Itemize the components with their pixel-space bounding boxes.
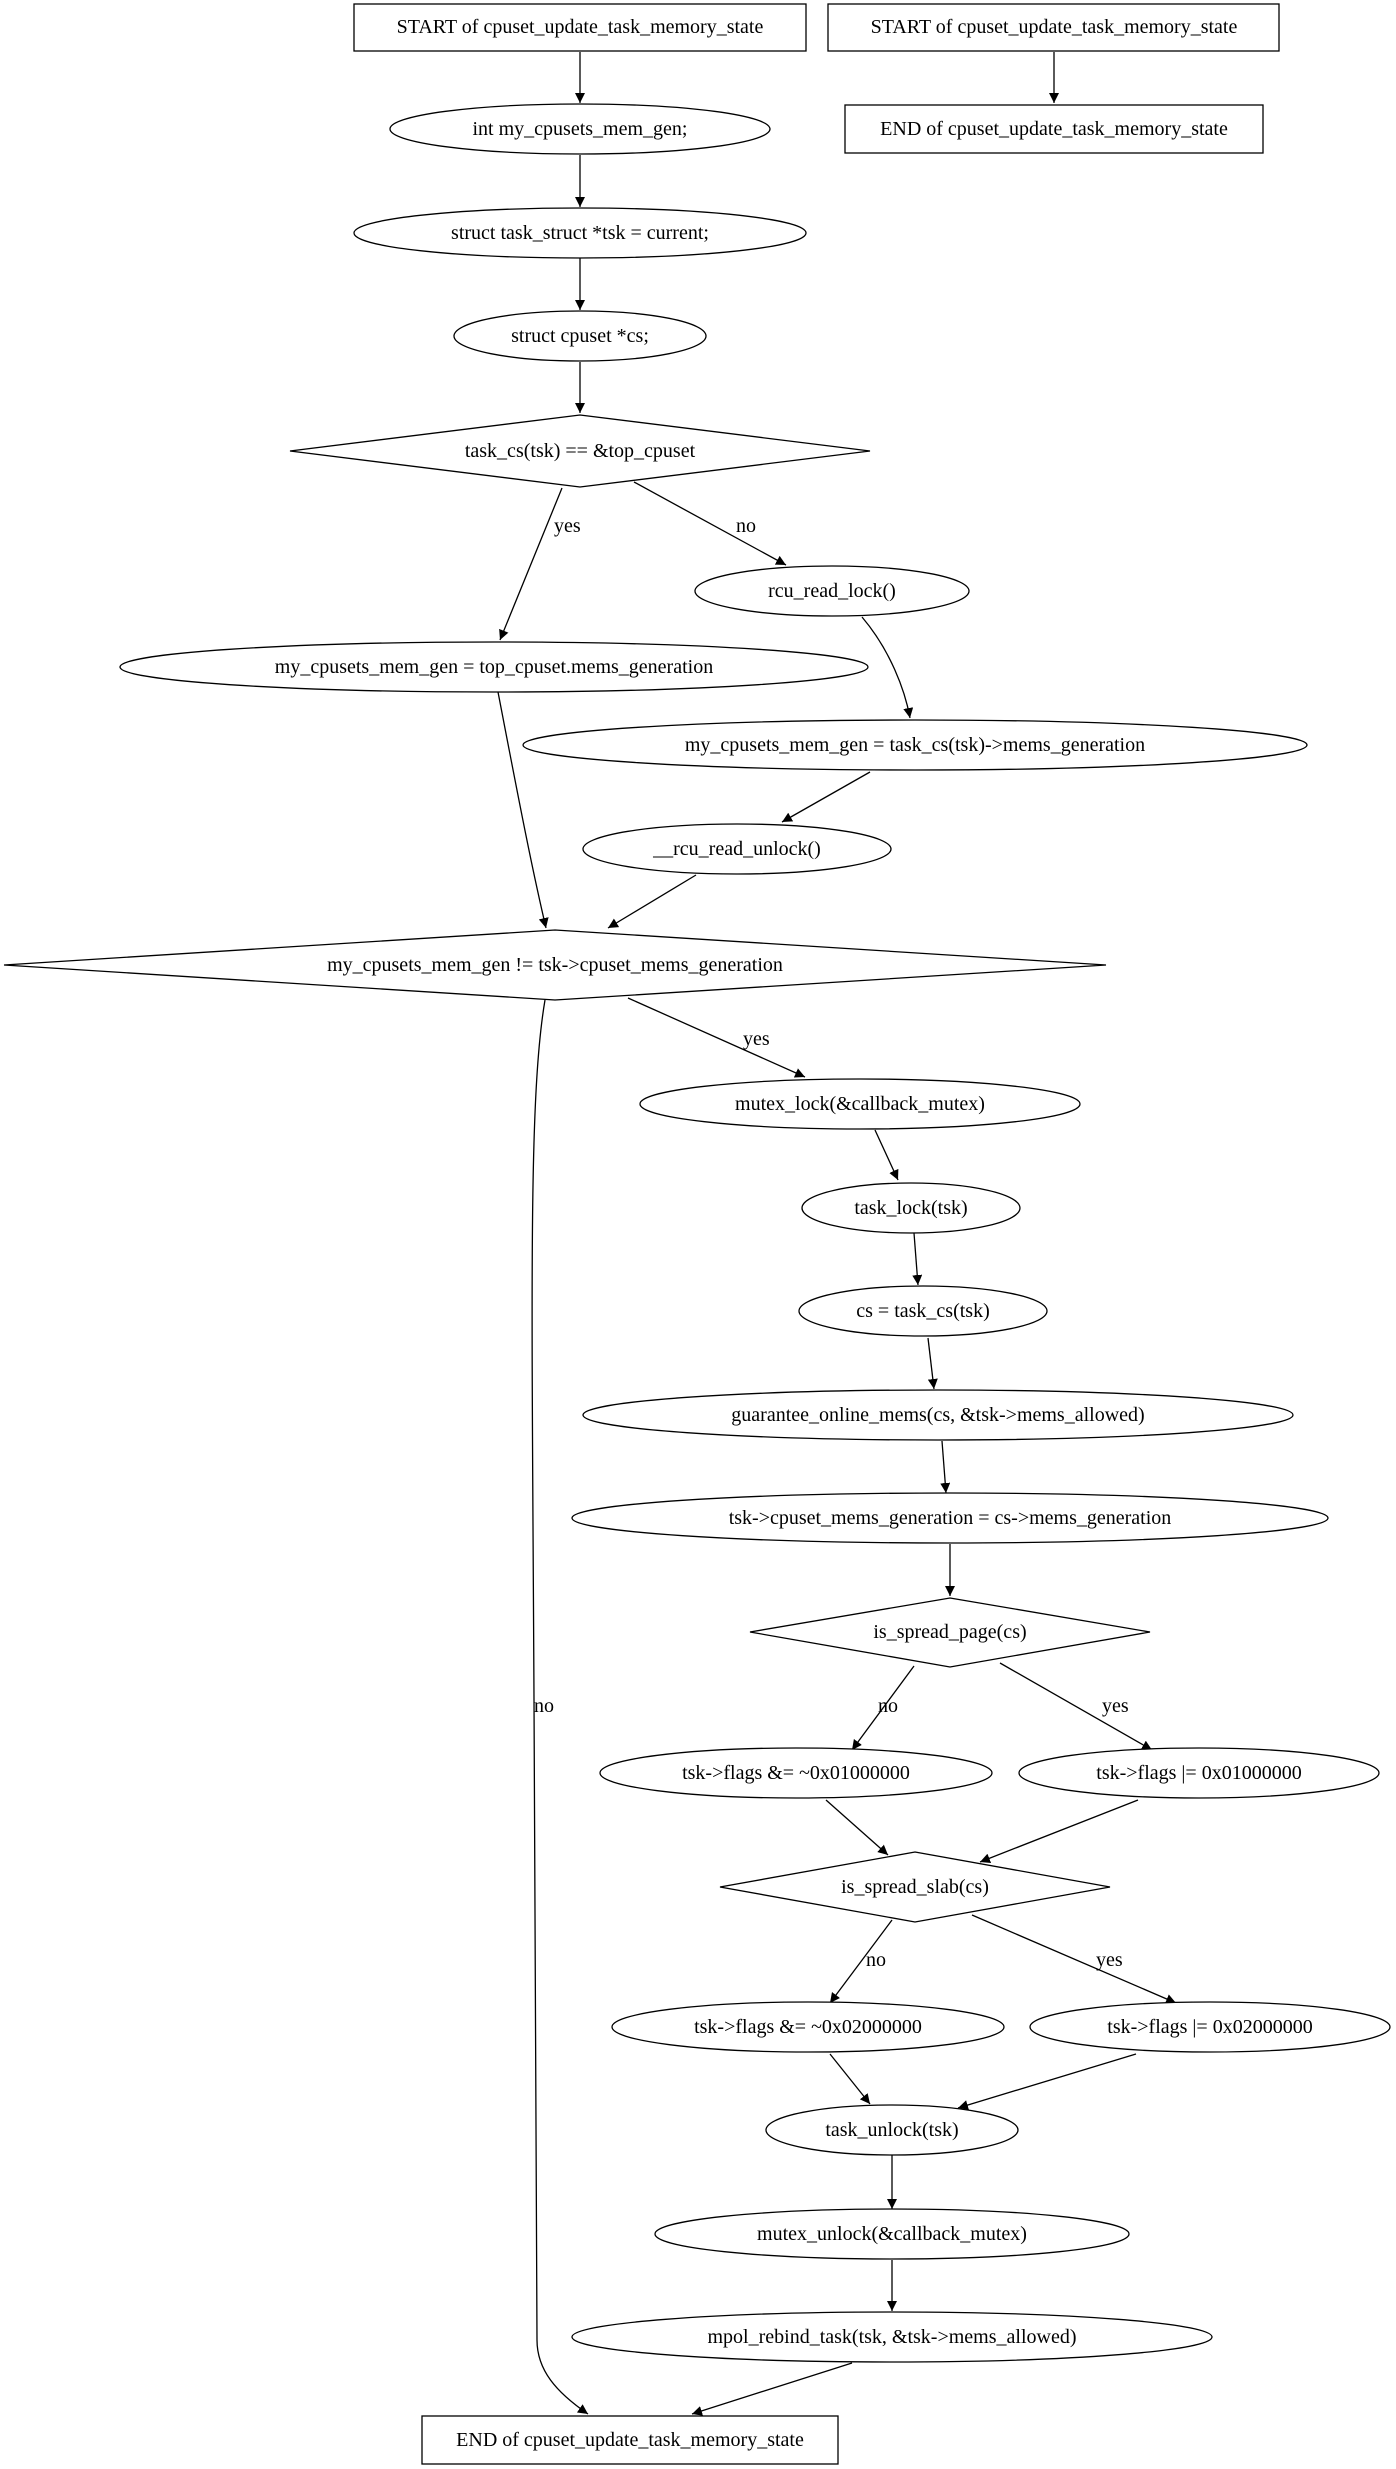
edge-cond-top-no: [633, 481, 787, 566]
edge-cs-assign-to-guarantee: [927, 1337, 938, 1390]
node-gen-update: tsk->cpuset_mems_generation = cs->mems_g…: [571, 1492, 1329, 1544]
node-cond-gen: my_cpusets_mem_gen != tsk->cpuset_mems_g…: [3, 929, 1107, 1001]
svg-text:struct cpuset *cs;: struct cpuset *cs;: [511, 325, 649, 347]
svg-text:is_spread_slab(cs): is_spread_slab(cs): [841, 1876, 989, 1898]
node-rcu-unlock: __rcu_read_unlock(): [582, 823, 892, 875]
edge-rcu-lock-to-gen-task: [861, 616, 914, 719]
edge-rebind-to-end: [691, 2362, 853, 2416]
edge-label-cond-page-no: no: [878, 1695, 898, 1717]
edge-label-cond-gen-no: no: [534, 1695, 554, 1717]
svg-text:END of cpuset_update_task_memo: END of cpuset_update_task_memory_state: [880, 118, 1228, 140]
node-decl-gen: int my_cpusets_mem_gen;: [389, 103, 771, 155]
node-gen-top: my_cpusets_mem_gen = top_cpuset.mems_gen…: [119, 641, 869, 693]
edge-flags-clear2-to-task-unlock: [829, 2053, 871, 2105]
edge-flags-set2-to-task-unlock: [957, 2053, 1137, 2110]
node-flags-set1: tsk->flags |= 0x01000000: [1018, 1747, 1380, 1799]
edge-cond-slab-yes: [971, 1914, 1177, 2004]
node-rebind: mpol_rebind_task(tsk, &tsk->mems_allowed…: [571, 2311, 1213, 2363]
edge-cond-top-yes: [499, 487, 563, 641]
svg-text:int my_cpusets_mem_gen;: int my_cpusets_mem_gen;: [473, 118, 688, 140]
svg-text:tsk->flags &= ~0x01000000: tsk->flags &= ~0x01000000: [682, 1762, 910, 1784]
nodes: START of cpuset_update_task_memory_state…: [3, 3, 1391, 2465]
edge-rcu-unlock-to-cond-gen: [607, 874, 697, 929]
svg-text:END of cpuset_update_task_memo: END of cpuset_update_task_memory_state: [456, 2429, 804, 2451]
svg-text:mutex_lock(&callback_mutex): mutex_lock(&callback_mutex): [735, 1093, 985, 1115]
svg-text:START of cpuset_update_task_me: START of cpuset_update_task_memory_state: [397, 16, 764, 38]
edge-labels: yes no yes no no yes no yes: [534, 515, 1129, 1971]
edge-label-cond-gen-yes: yes: [743, 1028, 770, 1050]
node-flags-clear2: tsk->flags &= ~0x02000000: [611, 2001, 1005, 2053]
svg-text:mpol_rebind_task(tsk, &tsk->me: mpol_rebind_task(tsk, &tsk->mems_allowed…: [707, 2326, 1076, 2348]
edge-cond-slab-no: [829, 1919, 893, 2004]
edge-mutex-lock-to-task-lock: [874, 1129, 899, 1181]
node-flags-set2: tsk->flags |= 0x02000000: [1029, 2001, 1391, 2053]
edges: [497, 52, 1177, 2416]
svg-text:guarantee_online_mems(cs, &tsk: guarantee_online_mems(cs, &tsk->mems_all…: [731, 1404, 1144, 1426]
node-gen-task: my_cpusets_mem_gen = task_cs(tsk)->mems_…: [522, 719, 1308, 771]
node-mutex-lock: mutex_lock(&callback_mutex): [639, 1078, 1081, 1130]
node-end-main: END of cpuset_update_task_memory_state: [421, 2415, 839, 2465]
svg-text:struct task_struct *tsk = curr: struct task_struct *tsk = current;: [451, 222, 709, 244]
svg-text:tsk->flags |= 0x02000000: tsk->flags |= 0x02000000: [1107, 2016, 1312, 2038]
svg-text:my_cpusets_mem_gen = top_cpuse: my_cpusets_mem_gen = top_cpuset.mems_gen…: [275, 656, 713, 678]
edge-flags-clear1-to-cond-slab: [825, 1799, 889, 1856]
edge-cond-page-yes: [999, 1662, 1153, 1751]
edge-gen-task-to-rcu-unlock: [781, 771, 871, 823]
node-task-unlock: task_unlock(tsk): [765, 2104, 1019, 2156]
edge-label-cond-slab-yes: yes: [1096, 1949, 1123, 1971]
node-decl-cs: struct cpuset *cs;: [453, 310, 707, 362]
node-flags-clear1: tsk->flags &= ~0x01000000: [599, 1747, 993, 1799]
edge-cond-page-no: [851, 1665, 915, 1751]
edge-task-lock-to-cs-assign: [912, 1232, 923, 1286]
svg-text:tsk->cpuset_mems_generation =: tsk->cpuset_mems_generation = cs->mems_g…: [729, 1507, 1172, 1529]
edge-label-cond-slab-no: no: [866, 1949, 886, 1971]
edge-guarantee-to-gen-update: [940, 1440, 951, 1494]
svg-text:task_lock(tsk): task_lock(tsk): [854, 1197, 967, 1219]
svg-text:is_spread_page(cs): is_spread_page(cs): [873, 1621, 1026, 1643]
node-mutex-unlock: mutex_unlock(&callback_mutex): [654, 2208, 1130, 2260]
edge-label-cond-page-yes: yes: [1102, 1695, 1129, 1717]
svg-text:task_cs(tsk) == &top_cpuset: task_cs(tsk) == &top_cpuset: [465, 440, 696, 462]
edge-label-cond-top-yes: yes: [554, 515, 581, 537]
edge-cond-gen-no: [531, 999, 589, 2415]
node-start-main: START of cpuset_update_task_memory_state: [353, 3, 807, 52]
edge-gen-top-to-cond-gen: [497, 691, 549, 929]
svg-text:my_cpusets_mem_gen != tsk->cpu: my_cpusets_mem_gen != tsk->cpuset_mems_g…: [327, 954, 783, 976]
svg-text:__rcu_read_unlock(): __rcu_read_unlock(): [652, 838, 821, 860]
node-end-side: END of cpuset_update_task_memory_state: [844, 104, 1264, 154]
edge-cond-gen-yes: [627, 997, 806, 1078]
edge-label-cond-top-no: no: [736, 515, 756, 537]
edge-flags-set1-to-cond-slab: [979, 1799, 1139, 1864]
node-cond-slab: is_spread_slab(cs): [719, 1851, 1111, 1923]
svg-text:rcu_read_lock(): rcu_read_lock(): [768, 580, 896, 602]
node-decl-tsk: struct task_struct *tsk = current;: [353, 207, 807, 259]
svg-text:mutex_unlock(&callback_mutex): mutex_unlock(&callback_mutex): [757, 2223, 1027, 2245]
svg-text:task_unlock(tsk): task_unlock(tsk): [825, 2119, 958, 2141]
svg-text:tsk->flags |= 0x01000000: tsk->flags |= 0x01000000: [1096, 1762, 1301, 1784]
node-task-lock: task_lock(tsk): [801, 1182, 1021, 1234]
svg-text:my_cpusets_mem_gen = task_cs(t: my_cpusets_mem_gen = task_cs(tsk)->mems_…: [685, 734, 1145, 756]
node-guarantee: guarantee_online_mems(cs, &tsk->mems_all…: [582, 1389, 1294, 1441]
svg-text:tsk->flags &= ~0x02000000: tsk->flags &= ~0x02000000: [694, 2016, 922, 2038]
node-cond-page: is_spread_page(cs): [749, 1597, 1151, 1668]
node-start-side: START of cpuset_update_task_memory_state: [827, 3, 1280, 52]
node-cs-assign: cs = task_cs(tsk): [798, 1285, 1048, 1337]
node-cond-top: task_cs(tsk) == &top_cpuset: [289, 414, 871, 488]
node-rcu-lock: rcu_read_lock(): [694, 565, 970, 617]
svg-text:START of cpuset_update_task_me: START of cpuset_update_task_memory_state: [871, 16, 1238, 38]
svg-text:cs = task_cs(tsk): cs = task_cs(tsk): [856, 1300, 989, 1322]
